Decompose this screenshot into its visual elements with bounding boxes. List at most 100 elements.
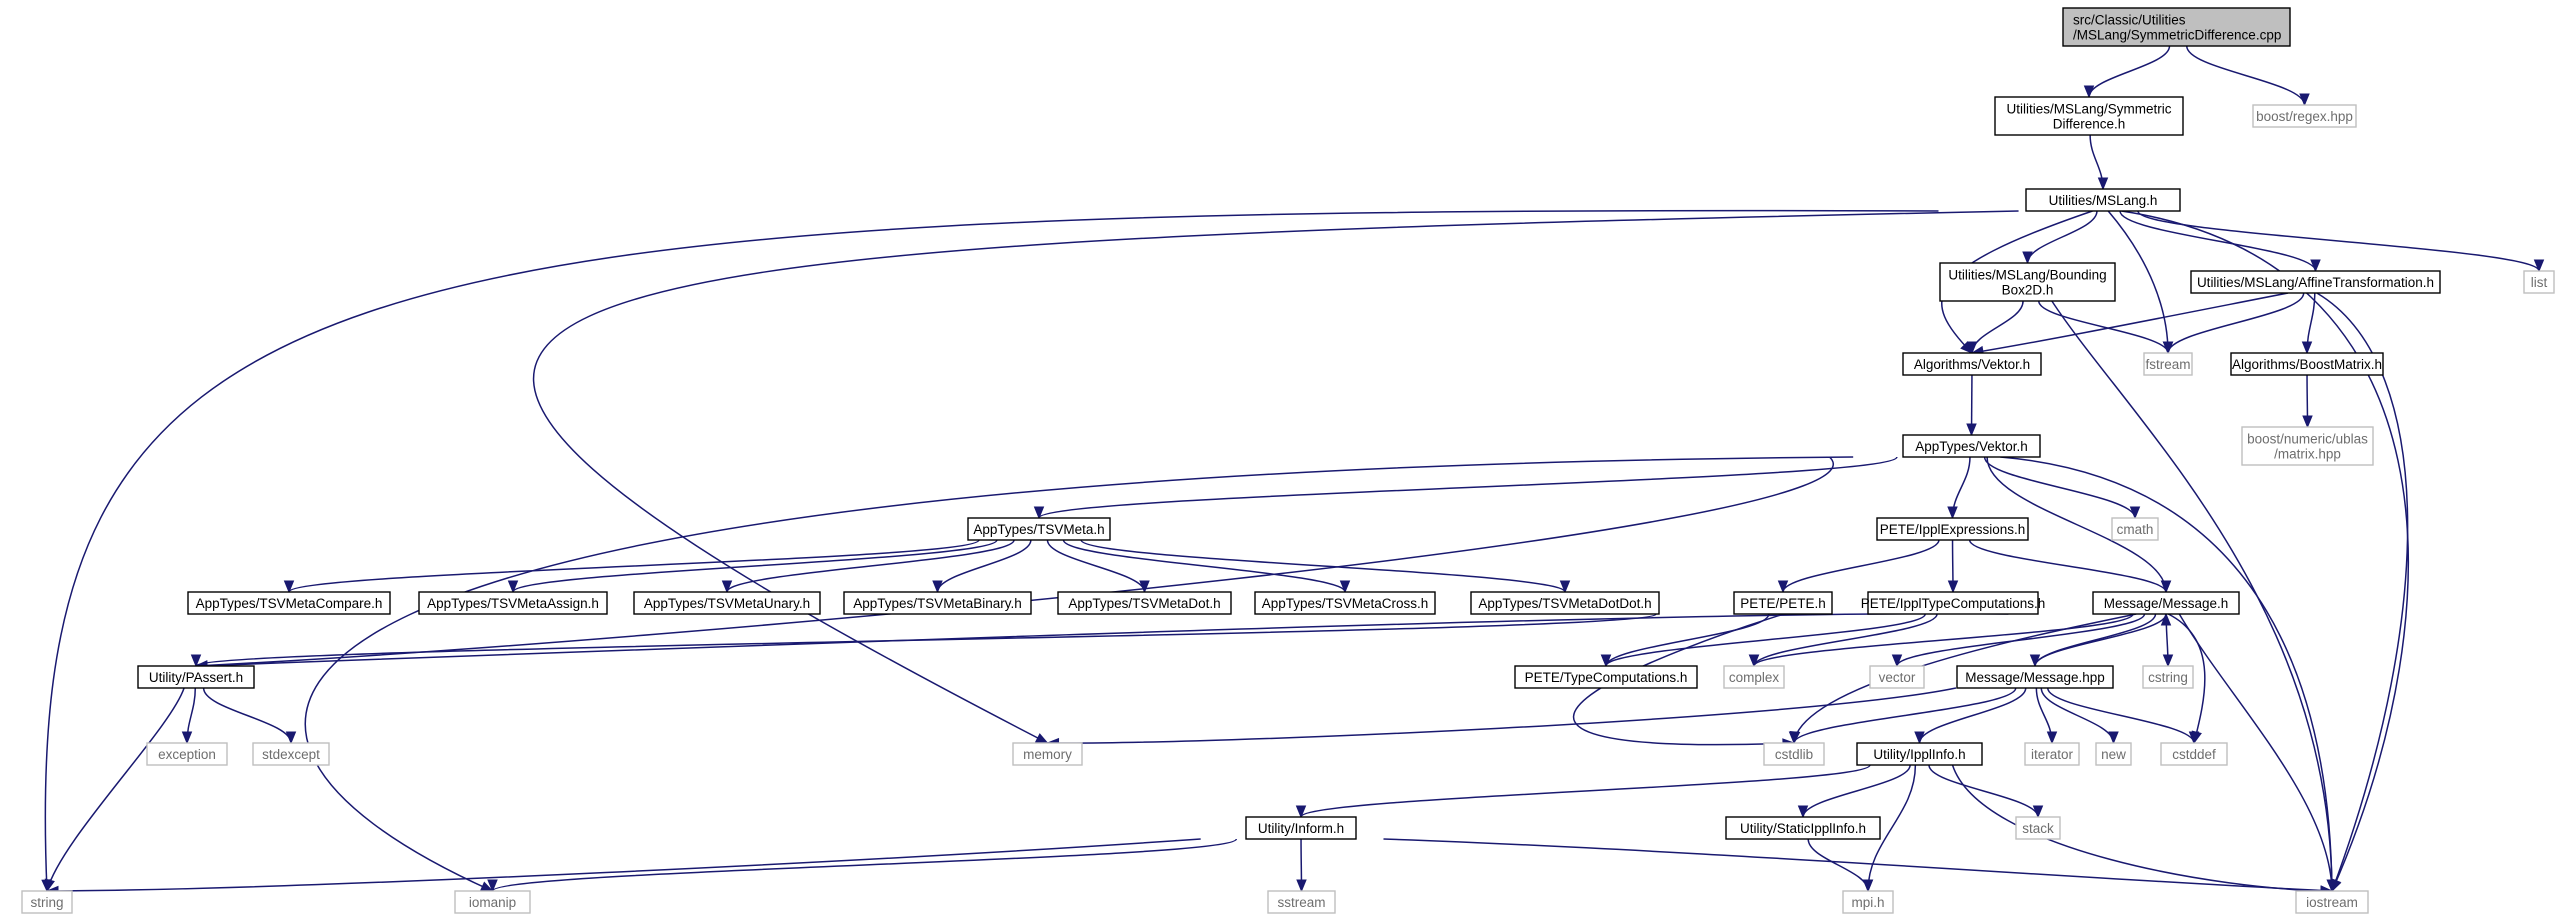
edge-appvektor-to-tsvmeta-arrowhead <box>1033 506 1045 520</box>
node-box <box>2025 188 2181 212</box>
node-label: AppTypes/TSVMetaDot.h <box>1068 596 1220 611</box>
node-tsvmeta[interactable]: AppTypes/TSVMeta.h <box>967 517 1111 541</box>
edge-appvektor-to-iostream <box>2000 456 2333 892</box>
node-label: mpi.h <box>1851 895 1884 910</box>
node-list: list <box>2523 270 2555 294</box>
node-sstream: sstream <box>1267 890 1336 914</box>
node-inform[interactable]: Utility/Inform.h <box>1245 816 1357 840</box>
edge-symdiff-to-mslang-arrowhead <box>2097 177 2109 191</box>
node-box <box>1470 591 1660 615</box>
node-box <box>2015 816 2061 840</box>
node-passert[interactable]: Utility/PAssert.h <box>137 665 255 689</box>
edge-ippl-to-pete-arrowhead <box>1777 580 1789 594</box>
node-staticippl[interactable]: Utility/StaticIpplInfo.h <box>1725 816 1881 840</box>
edge-staticippl-to-mpi-arrowhead <box>1862 879 1874 893</box>
node-affine[interactable]: Utilities/MSLang/AffineTransformation.h <box>2190 270 2441 294</box>
node-cross[interactable]: AppTypes/TSVMetaCross.h <box>1254 591 1436 615</box>
edge-ippl-to-ippltc-arrowhead <box>1947 580 1959 594</box>
edge-ippltc-to-tc-arrowhead <box>1600 654 1612 668</box>
node-label: AppTypes/TSVMetaDotDot.h <box>1478 596 1651 611</box>
edge-tsvmeta-to-dotdot-arrowhead <box>1559 580 1571 594</box>
edge-messagehpp-to-cstdlib-arrowhead <box>1788 731 1800 745</box>
edge-tsvmeta-to-cross <box>1062 539 1346 593</box>
node-pete[interactable]: PETE/PETE.h <box>1733 591 1833 615</box>
edge-affine-to-algvektor <box>1971 292 2289 354</box>
node-box <box>137 665 255 689</box>
node-box <box>146 742 228 766</box>
edge-inform-to-sstream-arrowhead <box>1296 879 1307 893</box>
edge-mslang-to-string <box>44 209 1939 892</box>
node-label: AppTypes/TSVMetaCompare.h <box>196 596 383 611</box>
node-compare[interactable]: AppTypes/TSVMetaCompare.h <box>187 591 391 615</box>
edge-ippl-to-pete <box>1782 539 1940 593</box>
node-ipplinfo[interactable]: Utility/IpplInfo.h <box>1856 742 1983 766</box>
node-label: PETE/TypeComputations.h <box>1525 670 1688 685</box>
node-box <box>252 742 330 766</box>
node-assign[interactable]: AppTypes/TSVMetaAssign.h <box>418 591 608 615</box>
edge-pete-to-cstdlib <box>1573 613 1795 746</box>
node-box <box>1876 517 2029 541</box>
node-label: AppTypes/TSVMetaCross.h <box>1262 596 1429 611</box>
node-messageh[interactable]: Message/Message.h <box>2092 591 2240 615</box>
node-label: stdexcept <box>262 747 320 762</box>
node-ippltc[interactable]: PETE/IpplTypeComputations.h <box>1861 591 2046 615</box>
node-ublas: boost/numeric/ublas/matrix.hpp <box>2241 426 2374 466</box>
node-symdiff[interactable]: Utilities/MSLang/SymmetricDifference.h <box>1994 96 2184 136</box>
edge-messageh-to-complex-arrowhead <box>1748 654 1760 668</box>
node-algvektor[interactable]: Algorithms/Vektor.h <box>1902 352 2042 376</box>
node-box <box>2230 352 2384 376</box>
node-label: AppTypes/Vektor.h <box>1915 439 2028 454</box>
node-label: iomanip <box>469 895 516 910</box>
node-label: boost/regex.hpp <box>2256 109 2353 124</box>
edge-messagehpp-to-messageh-arrowhead <box>2160 612 2172 626</box>
node-label: AppTypes/TSVMetaBinary.h <box>853 596 1022 611</box>
node-unary[interactable]: AppTypes/TSVMetaUnary.h <box>633 591 821 615</box>
edge-tsvmeta-to-assign <box>512 539 998 593</box>
node-label: vector <box>1879 670 1916 685</box>
node-box <box>2241 426 2374 466</box>
node-box <box>1733 591 1833 615</box>
node-box <box>2295 890 2369 914</box>
node-dotdot[interactable]: AppTypes/TSVMetaDotDot.h <box>1470 591 1660 615</box>
edge-ippltc-to-complex <box>1753 613 1938 667</box>
node-box <box>2190 270 2441 294</box>
node-ippl[interactable]: PETE/IpplExpressions.h <box>1876 517 2029 541</box>
edge-messagehpp-to-cstddef-arrowhead <box>2188 731 2200 745</box>
node-label: cstring <box>2148 670 2188 685</box>
edge-messageh-to-passert <box>195 612 2009 667</box>
node-box <box>1514 665 1698 689</box>
node-mpi: mpi.h <box>1842 890 1894 914</box>
edge-messageh-to-cstring-arrowhead <box>2162 654 2174 668</box>
node-mslang[interactable]: Utilities/MSLang.h <box>2025 188 2181 212</box>
node-box <box>1842 890 1894 914</box>
node-box <box>1902 352 2042 376</box>
node-label: /matrix.hpp <box>2274 447 2341 462</box>
edge-tsvmeta-to-unary <box>726 539 1015 593</box>
edge-root-to-boostregex <box>2185 45 2306 106</box>
edge-messageh-to-iostream-arrowhead <box>2326 879 2337 893</box>
node-root[interactable]: src/Classic/Utilities/MSLang/SymmetricDi… <box>2062 7 2291 47</box>
edge-mslang-to-list-arrowhead <box>2533 259 2545 273</box>
edge-inform-to-string <box>46 838 1201 892</box>
node-label: Utility/StaticIpplInfo.h <box>1740 821 1866 836</box>
edge-tsvmeta-to-dot <box>1046 539 1146 593</box>
node-appvektor[interactable]: AppTypes/Vektor.h <box>1902 434 2041 458</box>
node-box <box>1869 665 1925 689</box>
edge-tsvmeta-to-cross-arrowhead <box>1339 580 1351 594</box>
node-label: exception <box>158 747 216 762</box>
node-box <box>2142 665 2194 689</box>
node-binary[interactable]: AppTypes/TSVMetaBinary.h <box>843 591 1032 615</box>
edge-messageh-to-vector-arrowhead <box>1891 654 1903 668</box>
node-messagehpp[interactable]: Message/Message.hpp <box>1956 665 2114 689</box>
edge-passert-to-stdexcept <box>202 687 292 744</box>
node-boostmatrix[interactable]: Algorithms/BoostMatrix.h <box>2230 352 2384 376</box>
node-box <box>1939 262 2116 302</box>
node-dot[interactable]: AppTypes/TSVMetaDot.h <box>1057 591 1232 615</box>
nodes-layer: src/Classic/Utilities/MSLang/SymmetricDi… <box>21 7 2555 914</box>
edge-staticippl-to-mpi <box>1807 838 1869 892</box>
edge-affine-to-fstream-arrowhead <box>2162 341 2174 355</box>
node-tc[interactable]: PETE/TypeComputations.h <box>1514 665 1698 689</box>
edge-mslang-to-memory-arrowhead <box>1034 733 1049 744</box>
edge-root-to-symdiff-arrowhead <box>2083 85 2095 99</box>
